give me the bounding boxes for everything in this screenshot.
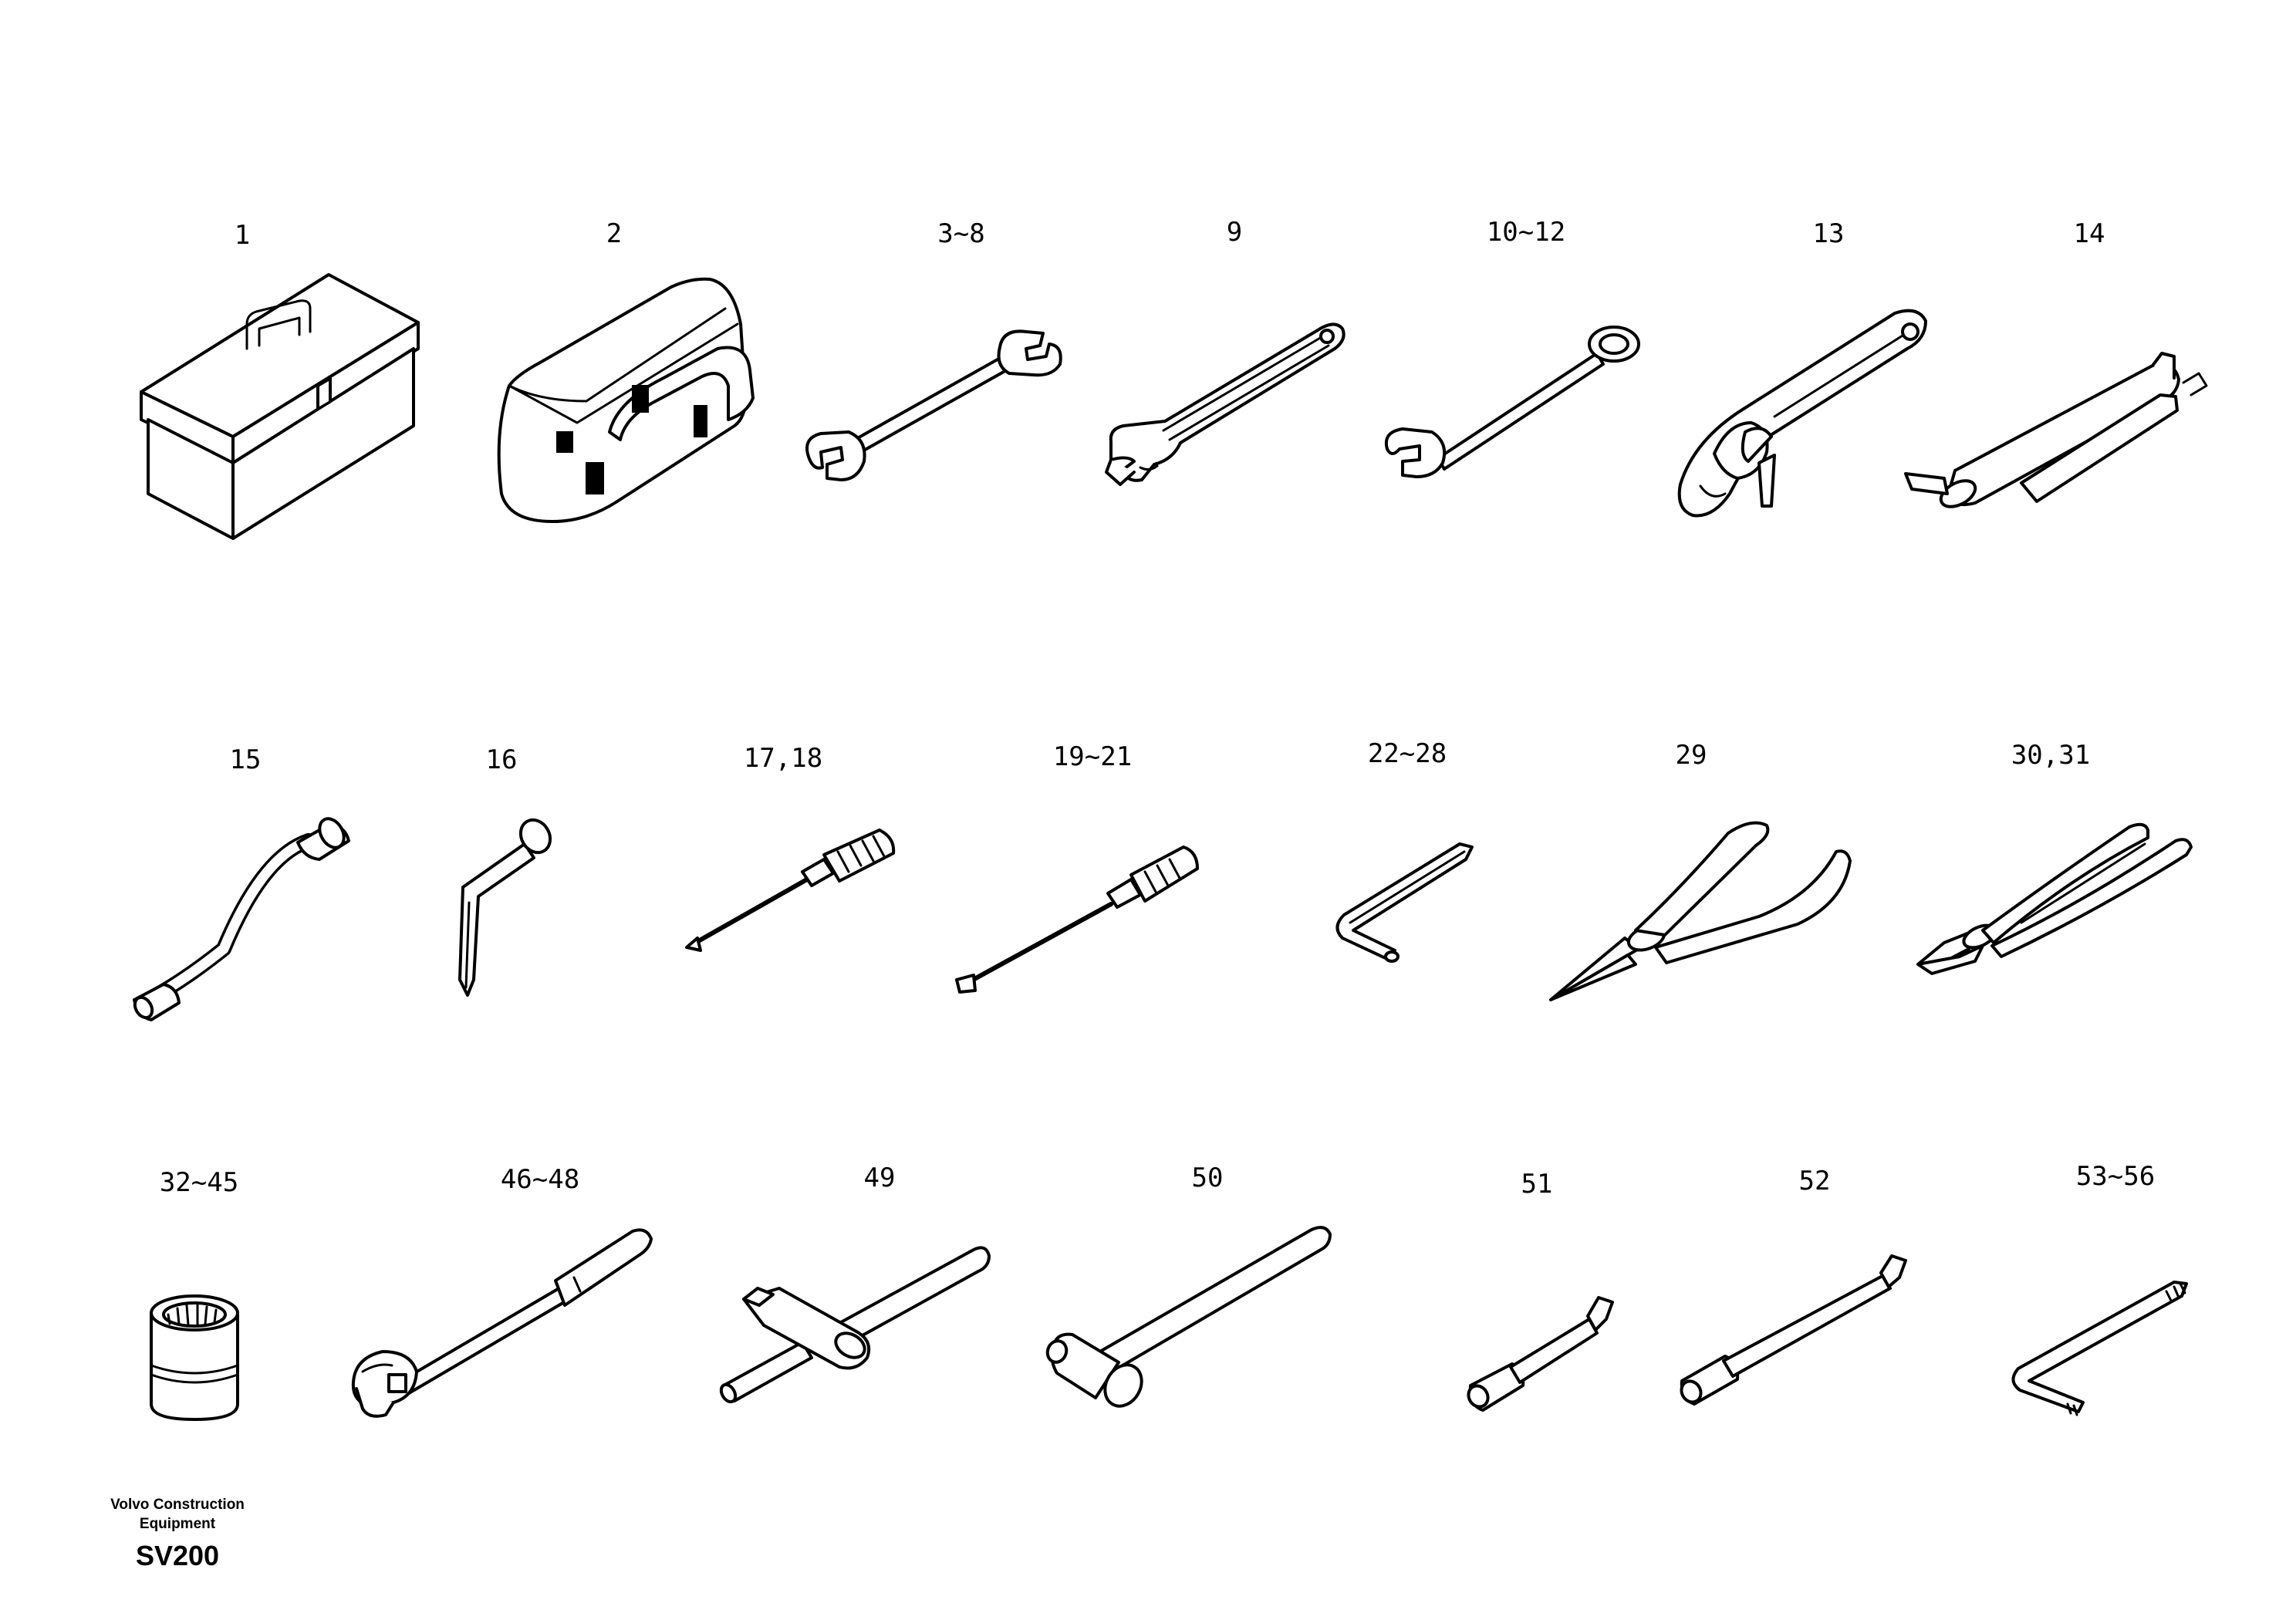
item-label-3-8: 3~8 bbox=[937, 218, 984, 249]
short-extension-bar-icon bbox=[1467, 1296, 1614, 1412]
phillips-screwdriver-icon bbox=[685, 829, 896, 952]
item-label-13: 13 bbox=[1813, 218, 1845, 249]
needle-nose-pliers-icon bbox=[1549, 821, 1852, 1001]
combination-wrench-icon bbox=[1385, 326, 1640, 478]
item-label-19-21: 19~21 bbox=[1053, 741, 1132, 772]
item-label-29: 29 bbox=[1676, 740, 1707, 771]
hex-key-icon bbox=[1335, 842, 1474, 963]
item-label-49: 49 bbox=[864, 1163, 896, 1193]
item-label-53-56: 53~56 bbox=[2076, 1161, 2155, 1192]
item-label-16: 16 bbox=[486, 744, 518, 775]
bent-socket-wrench-icon bbox=[133, 817, 350, 1021]
ratchet-handle-icon bbox=[351, 1228, 653, 1418]
item-label-30-31: 30,31 bbox=[2011, 740, 2090, 771]
item-label-17-18: 17,18 bbox=[744, 743, 822, 774]
socket-icon bbox=[150, 1294, 239, 1421]
t-handle-icon bbox=[719, 1246, 991, 1404]
footer: Volvo Construction Equipment SV200 bbox=[85, 1495, 270, 1572]
tool-bag-icon bbox=[497, 277, 755, 523]
item-label-51: 51 bbox=[1521, 1169, 1553, 1200]
hammer-icon bbox=[1045, 1226, 1332, 1408]
adjustable-wrench-icon bbox=[1105, 322, 1346, 486]
item-label-22-28: 22~28 bbox=[1368, 738, 1447, 769]
brand-line-2: Equipment bbox=[139, 1516, 216, 1532]
toolbox-icon bbox=[140, 273, 420, 540]
grease-gun-icon bbox=[1904, 352, 2208, 508]
l-socket-wrench-icon bbox=[458, 818, 552, 997]
slip-joint-pliers-icon bbox=[1916, 822, 2193, 975]
item-label-2: 2 bbox=[606, 218, 622, 249]
item-label-14: 14 bbox=[2074, 218, 2105, 249]
item-label-46-48: 46~48 bbox=[501, 1164, 579, 1195]
item-label-15: 15 bbox=[230, 744, 262, 775]
item-label-10-12: 10~12 bbox=[1487, 217, 1565, 248]
item-label-1: 1 bbox=[235, 220, 250, 251]
double-open-end-wrench-icon bbox=[805, 329, 1062, 481]
item-label-50: 50 bbox=[1192, 1163, 1224, 1193]
long-extension-bar-icon bbox=[1680, 1254, 1907, 1406]
flat-screwdriver-icon bbox=[955, 845, 1199, 994]
model-code: SV200 bbox=[135, 1540, 220, 1571]
item-label-32-45: 32~45 bbox=[160, 1167, 238, 1198]
item-label-52: 52 bbox=[1799, 1166, 1831, 1196]
item-label-9: 9 bbox=[1227, 217, 1242, 248]
torx-key-icon bbox=[2011, 1281, 2188, 1416]
brand-line-1: Volvo Construction bbox=[110, 1497, 245, 1513]
filter-wrench-icon bbox=[1677, 309, 1927, 518]
